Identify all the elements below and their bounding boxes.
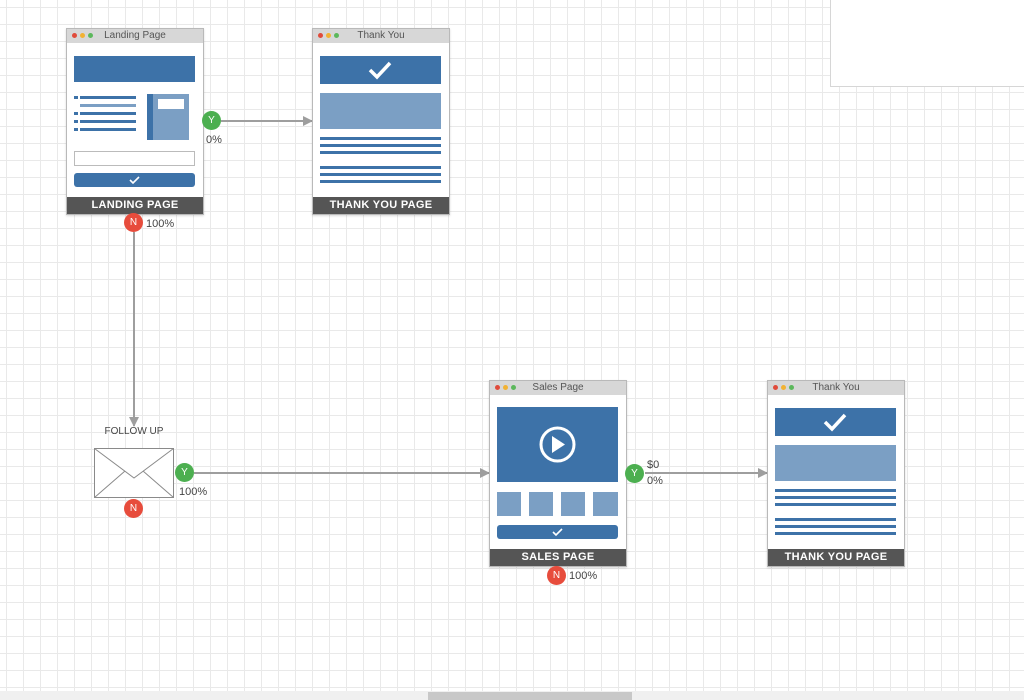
text-line xyxy=(320,166,441,169)
window-title: Sales Page xyxy=(532,382,584,393)
text-line xyxy=(80,120,136,123)
thumbnail-block xyxy=(529,492,553,516)
window-dots xyxy=(318,33,339,38)
play-icon xyxy=(539,426,576,463)
check-icon xyxy=(129,176,140,185)
text-line xyxy=(775,532,896,535)
text-line xyxy=(74,120,78,123)
thumbnail-block xyxy=(561,492,585,516)
text-line xyxy=(74,128,78,131)
thumbnail-block xyxy=(497,492,521,516)
window-titlebar: Thank You xyxy=(313,29,449,43)
check-icon xyxy=(368,61,392,80)
confirmation-banner xyxy=(775,408,896,436)
landing-page-node[interactable]: Landing Page LANDING PAGE xyxy=(66,28,204,215)
email-title: FOLLOW UP xyxy=(104,426,164,437)
yes-badge[interactable]: Y xyxy=(175,463,194,482)
revenue-label: $0 xyxy=(647,459,660,471)
text-line xyxy=(320,173,441,176)
node-footer: LANDING PAGE xyxy=(67,197,203,214)
text-line xyxy=(320,151,441,154)
window-dots xyxy=(495,385,516,390)
header-block xyxy=(74,56,195,82)
text-line xyxy=(320,180,441,183)
yes-badge[interactable]: Y xyxy=(202,111,221,130)
window-dots xyxy=(72,33,93,38)
window-title: Thank You xyxy=(812,382,860,393)
node-footer: THANK YOU PAGE xyxy=(313,197,449,214)
yes-badge[interactable]: Y xyxy=(625,464,644,483)
no-badge[interactable]: N xyxy=(547,566,566,585)
check-icon xyxy=(823,413,847,432)
buy-button-block xyxy=(497,525,618,539)
node-footer: SALES PAGE xyxy=(490,549,626,566)
window-title: Landing Page xyxy=(104,30,166,41)
text-line xyxy=(775,525,896,528)
content-image-block xyxy=(320,93,441,129)
node-footer: THANK YOU PAGE xyxy=(768,549,904,566)
side-image-edge xyxy=(147,94,153,140)
overview-panel xyxy=(830,0,1024,87)
window-titlebar: Landing Page xyxy=(67,29,203,43)
thumbnail-block xyxy=(593,492,618,516)
side-image-caption xyxy=(158,99,184,109)
horizontal-scrollbar[interactable] xyxy=(0,691,1024,700)
form-input xyxy=(74,151,195,166)
conversion-label: 0% xyxy=(206,134,222,146)
text-line xyxy=(775,503,896,506)
text-line xyxy=(74,112,78,115)
conversion-label: 100% xyxy=(179,486,208,498)
conversion-label: 100% xyxy=(569,570,598,582)
text-line xyxy=(80,112,136,115)
sales-page-node[interactable]: Sales Page SALES PAGE xyxy=(489,380,627,567)
video-block xyxy=(497,407,618,482)
thank-you-page-node-2[interactable]: Thank You THANK YOU PAGE xyxy=(767,380,905,567)
submit-button-block xyxy=(74,173,195,187)
conversion-label: 0% xyxy=(647,475,663,487)
text-line xyxy=(775,489,896,492)
text-line xyxy=(80,104,136,107)
envelope-icon xyxy=(94,448,174,498)
thank-you-page-node-1[interactable]: Thank You THANK YOU PAGE xyxy=(312,28,450,215)
scrollbar-thumb[interactable] xyxy=(428,692,632,700)
window-titlebar: Thank You xyxy=(768,381,904,395)
text-line xyxy=(74,96,78,99)
conversion-label: 100% xyxy=(146,218,175,230)
check-icon xyxy=(552,528,563,537)
window-dots xyxy=(773,385,794,390)
text-line xyxy=(80,128,136,131)
text-line xyxy=(775,496,896,499)
text-line xyxy=(775,518,896,521)
no-badge[interactable]: N xyxy=(124,499,143,518)
text-line xyxy=(320,137,441,140)
content-image-block xyxy=(775,445,896,481)
follow-up-email-node[interactable] xyxy=(94,448,174,498)
text-line xyxy=(320,144,441,147)
window-titlebar: Sales Page xyxy=(490,381,626,395)
window-title: Thank You xyxy=(357,30,405,41)
confirmation-banner xyxy=(320,56,441,84)
no-badge[interactable]: N xyxy=(124,213,143,232)
text-line xyxy=(80,96,136,99)
